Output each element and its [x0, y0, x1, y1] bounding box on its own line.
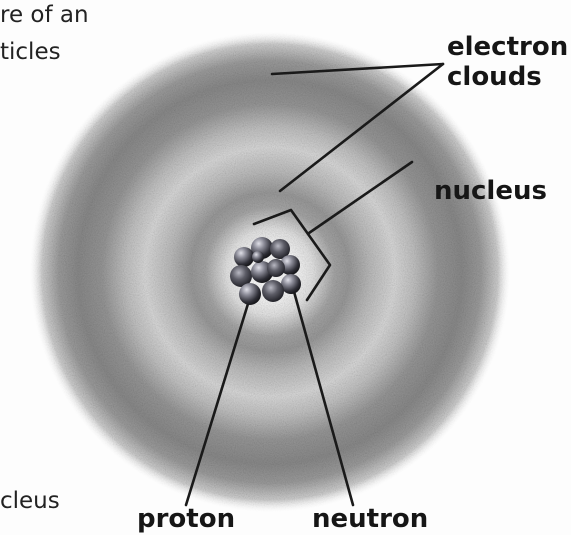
particle — [262, 280, 284, 302]
particle — [252, 251, 264, 263]
cropped-text-bottom-line: cleus — [0, 488, 60, 514]
label-neutron: neutron — [312, 504, 428, 534]
cropped-text-top-line-1: re of an — [0, 2, 89, 28]
particle — [267, 259, 285, 277]
label-electron-clouds-line-1: electron — [447, 32, 568, 62]
label-electron-clouds-line-2: clouds — [447, 62, 568, 92]
label-proton: proton — [137, 504, 235, 534]
label-electron-clouds: electron clouds — [447, 32, 568, 92]
cropped-text-top-line-2: ticles — [0, 39, 61, 65]
particle — [234, 247, 254, 267]
label-nucleus: nucleus — [434, 176, 547, 206]
particle — [239, 283, 261, 305]
